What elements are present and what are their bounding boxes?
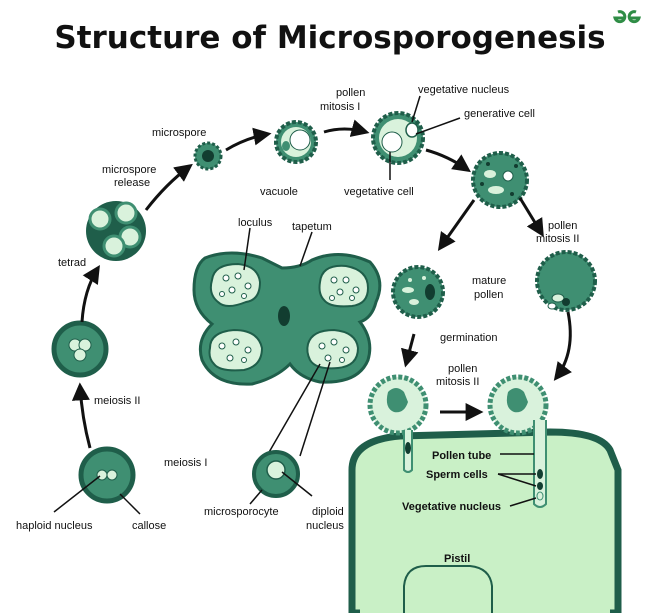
microspore-cell <box>193 141 223 171</box>
label-meiosis-ii: meiosis II <box>94 395 140 407</box>
label-pollen-tube: Pollen tube <box>432 450 491 462</box>
label-vacuole: vacuole <box>260 186 298 198</box>
anther-cross-section <box>192 251 382 386</box>
label-pollen-mitosis-ii-right-2: mitosis II <box>536 233 579 245</box>
meiosis-ii-cell <box>51 320 109 378</box>
label-tapetum: tapetum <box>292 221 332 233</box>
geeksforgeeks-logo <box>613 10 641 24</box>
callose-cell <box>78 446 136 504</box>
vacuole-cell <box>274 120 318 164</box>
label-microspore-release-1: microspore <box>102 164 156 176</box>
label-generative-cell: generative cell <box>464 108 535 120</box>
pistil <box>348 428 622 613</box>
label-microspore: microspore <box>152 127 206 139</box>
mature-pollen-cell <box>391 265 445 319</box>
arrows <box>71 119 572 449</box>
pollen-mitosis-ii-cell <box>535 250 597 312</box>
label-meiosis-i: meiosis I <box>164 457 207 469</box>
label-diploid-nucleus-1: diploid <box>312 506 344 518</box>
label-pollen-mitosis-ii-bottom-2: mitosis II <box>436 376 479 388</box>
label-loculus: loculus <box>238 217 273 229</box>
label-germination: germination <box>440 332 497 344</box>
tetrad-cell <box>86 201 146 261</box>
label-pollen-mitosis-i-1: pollen <box>336 87 365 99</box>
label-pistil: Pistil <box>444 553 470 565</box>
label-haploid-nucleus: haploid nucleus <box>16 520 93 532</box>
label-mature-pollen-1: mature <box>472 275 506 287</box>
label-sperm-cells: Sperm cells <box>426 469 488 481</box>
label-microsporocyte: microsporocyte <box>204 506 279 518</box>
label-microspore-release-2: release <box>114 177 150 189</box>
label-mature-pollen-2: pollen <box>474 289 503 301</box>
label-pollen-mitosis-ii-bottom-1: pollen <box>448 363 477 375</box>
spiky-pollen-cell <box>471 151 529 209</box>
pollen-mitosis-i-cell <box>371 111 425 165</box>
label-pollen-mitosis-ii-right-1: pollen <box>548 220 577 232</box>
page-title: Structure of Microsporogenesis <box>54 20 606 56</box>
microsporocyte-cell <box>252 450 300 498</box>
label-vegetative-nucleus-pistil: Vegetative nucleus <box>402 501 501 513</box>
germinating-pollen-cell <box>367 374 429 473</box>
label-tetrad: tetrad <box>58 257 86 269</box>
label-callose: callose <box>132 520 166 532</box>
label-vegetative-nucleus: vegetative nucleus <box>418 84 510 96</box>
label-diploid-nucleus-2: nucleus <box>306 520 344 532</box>
pollen-tube-cell <box>487 374 549 508</box>
label-vegetative-cell: vegetative cell <box>344 186 414 198</box>
label-pollen-mitosis-i-2: mitosis I <box>320 101 360 113</box>
